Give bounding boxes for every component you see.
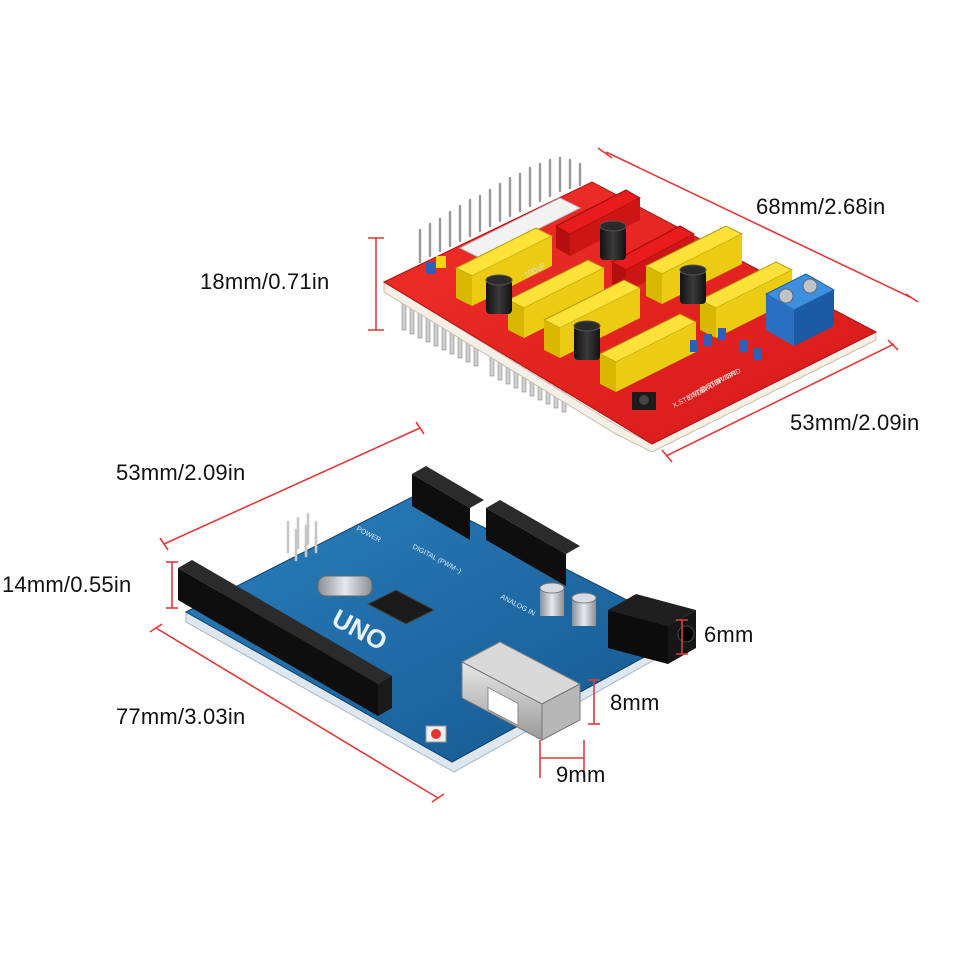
cnc-shield: 100uF 5V/GND Z.STEP/DIR xyxy=(382,156,878,453)
jumper-headers xyxy=(426,256,762,360)
usb-b-connector xyxy=(460,641,582,741)
microcontroller-chip xyxy=(366,589,436,625)
shield-top-headers xyxy=(418,156,582,264)
uno-length-label: 77mm/3.03in xyxy=(116,704,246,729)
reset-button xyxy=(632,392,656,410)
uno-board: UNO DIGITAL (PWM~) ANALOG IN POWER xyxy=(178,466,696,773)
dimension-lines xyxy=(149,147,919,803)
uno-height-label: 14mm/0.55in xyxy=(2,572,132,597)
crystal-oscillator xyxy=(317,575,373,597)
aluminium-capacitors xyxy=(539,582,597,626)
usb-width-label: 9mm xyxy=(556,762,606,787)
stepper-socket-yellow xyxy=(454,225,794,392)
usb-height-label: 8mm xyxy=(610,690,660,715)
icsp-header xyxy=(286,512,318,562)
uno-reset-button xyxy=(425,725,447,743)
shield-width-label: 53mm/2.09in xyxy=(790,410,920,435)
jack-size-label: 6mm xyxy=(704,622,754,647)
shield-height-label: 18mm/0.71in xyxy=(200,269,330,294)
power-terminal-block xyxy=(764,273,836,346)
shield-length-label: 68mm/2.68in xyxy=(756,194,886,219)
uno-header-left xyxy=(178,560,392,716)
uno-width-label: 53mm/2.09in xyxy=(116,460,246,485)
uno-header-back xyxy=(412,466,580,586)
